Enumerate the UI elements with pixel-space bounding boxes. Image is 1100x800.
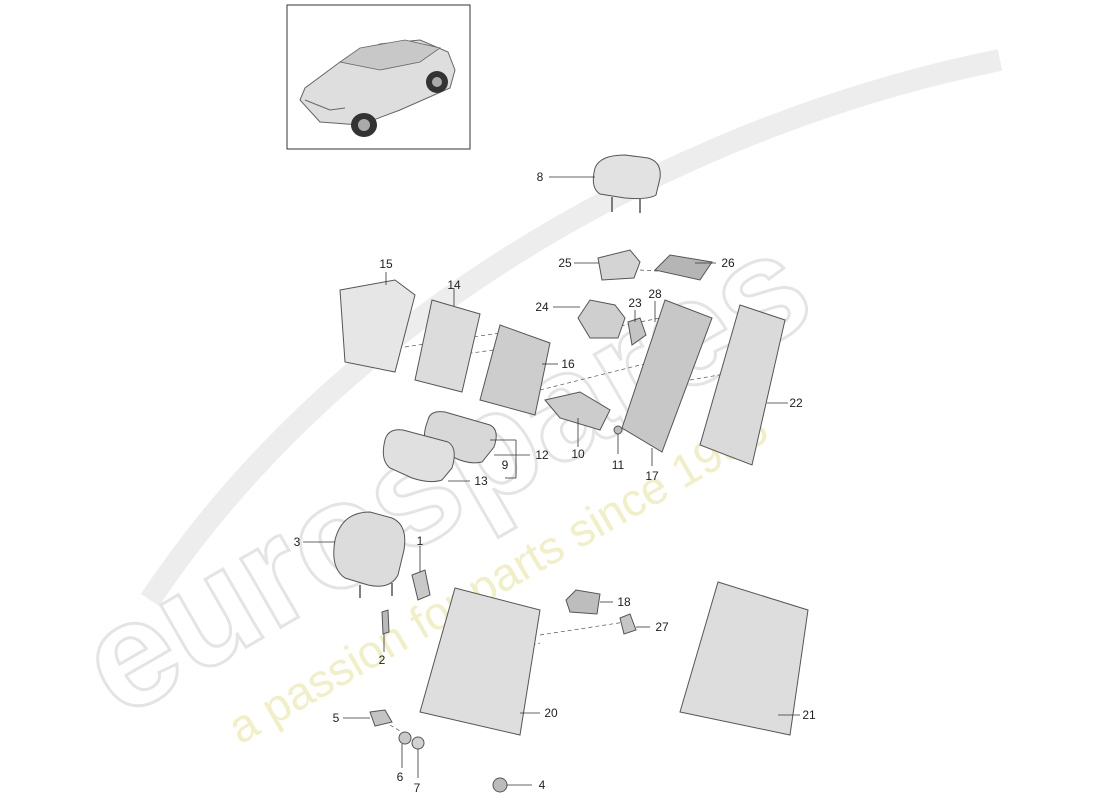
callout-22: 22	[789, 396, 803, 410]
callout-20: 20	[544, 706, 558, 720]
callout-8: 8	[537, 170, 544, 184]
part-disc-4	[492, 777, 508, 793]
callout-26: 26	[721, 256, 735, 270]
callout-16: 16	[561, 357, 575, 371]
part-guide-1	[411, 569, 431, 601]
callout-5: 5	[333, 711, 340, 725]
parts	[333, 154, 809, 793]
part-washer-6	[398, 731, 412, 745]
part-panel-14	[414, 299, 481, 393]
callout-10: 10	[571, 447, 585, 461]
car-suv-icon	[299, 39, 456, 137]
callout-9: 9	[502, 458, 509, 472]
callout-18: 18	[617, 595, 631, 609]
part-washer-7	[411, 736, 425, 750]
part-back-panel-22	[699, 304, 786, 466]
part-bracket-25	[597, 249, 641, 281]
part-hinge-10	[544, 391, 611, 431]
part-armrest-13	[382, 429, 455, 483]
callout-6: 6	[397, 770, 404, 784]
part-frame-16	[479, 324, 551, 416]
callout-23: 23	[628, 296, 642, 310]
watermark-swoosh	[140, 49, 1003, 607]
callout-12: 12	[535, 448, 549, 462]
callout-7: 7	[414, 781, 421, 795]
part-connector-27	[619, 613, 637, 635]
vehicle-thumbnail	[286, 4, 471, 150]
part-pin-5	[369, 709, 393, 727]
callout-17: 17	[645, 469, 659, 483]
part-latch-24	[577, 299, 626, 339]
callout-25: 25	[558, 256, 572, 270]
part-switch-18	[565, 589, 601, 615]
callout-1: 1	[417, 534, 424, 548]
part-headrest-lower	[333, 511, 406, 598]
callout-15: 15	[379, 257, 393, 271]
callout-3: 3	[294, 535, 301, 549]
callout-21: 21	[802, 708, 816, 722]
part-seat-cushion-20	[419, 587, 541, 736]
part-cover-15	[339, 279, 416, 373]
callout-11: 11	[612, 458, 625, 472]
part-clip-23	[627, 317, 647, 346]
part-bolt-2	[381, 609, 390, 635]
callout-13: 13	[474, 474, 488, 488]
leader-lines	[303, 176, 800, 786]
callout-labels: 1 2 3 4 5 6 7 8 9 10 11 12 13 14 15 16 1…	[294, 170, 816, 795]
part-screw-11	[613, 425, 623, 435]
callout-4: 4	[539, 778, 546, 792]
part-seat-panel-21	[679, 581, 809, 736]
part-plate-26	[654, 254, 713, 281]
part-headrest-upper	[592, 154, 661, 213]
callout-28: 28	[648, 287, 662, 301]
callout-27: 27	[655, 620, 669, 634]
callout-24: 24	[535, 300, 549, 314]
callout-14: 14	[447, 278, 461, 292]
callout-2: 2	[379, 653, 386, 667]
part-backrest-frame-17	[621, 299, 713, 453]
